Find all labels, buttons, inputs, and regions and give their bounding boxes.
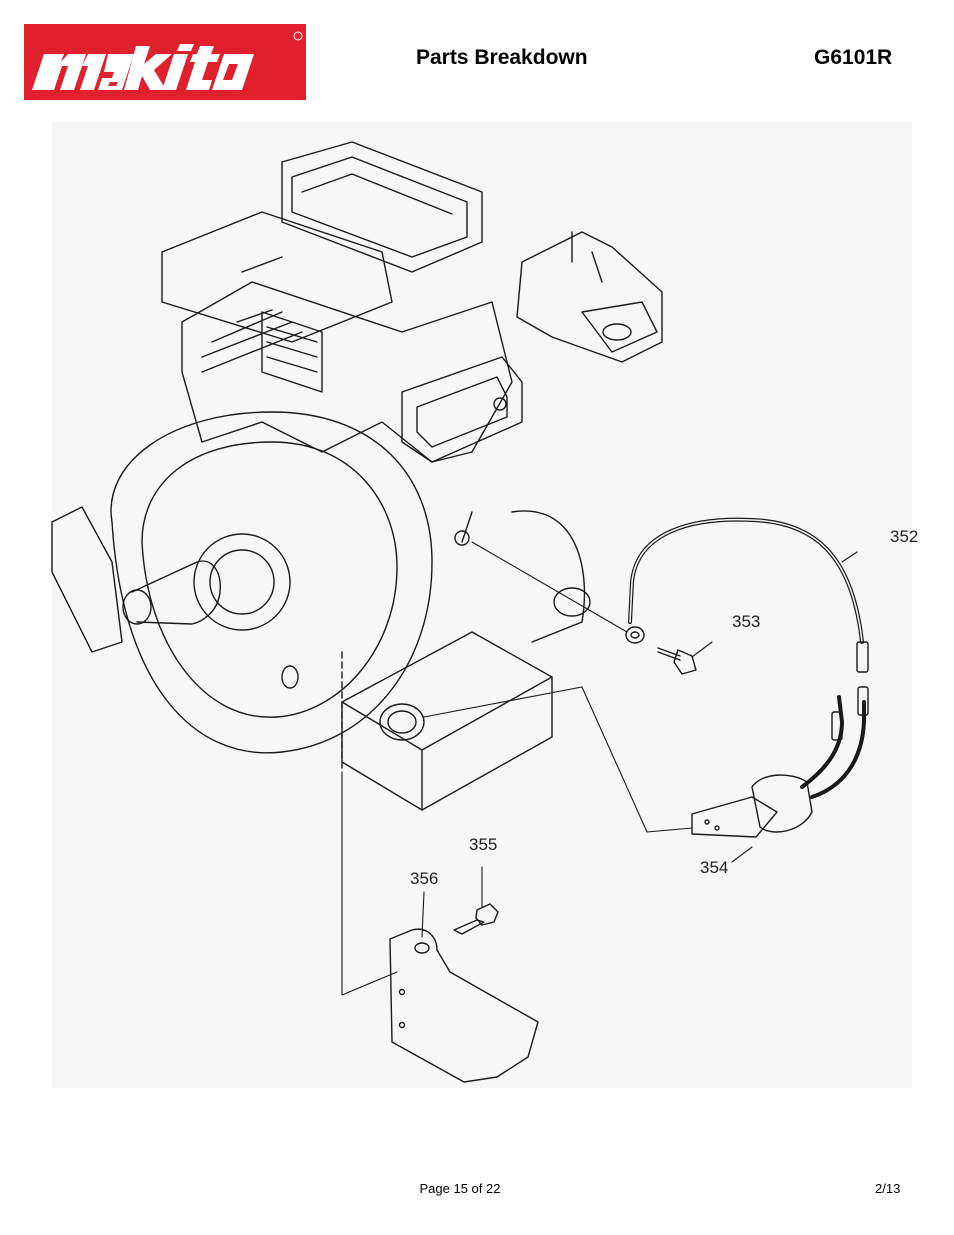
page-number: Page 15 of 22 xyxy=(419,1181,501,1196)
model-number: G6101R xyxy=(814,46,893,69)
part-355-screw xyxy=(453,903,499,935)
callout-355: 355 xyxy=(469,835,497,854)
part-353-bolt xyxy=(657,647,697,675)
makita-logo: makita xyxy=(24,24,306,100)
leader-lines xyxy=(341,541,858,996)
part-356-bracket xyxy=(389,928,539,1083)
page-title: Parts Breakdown xyxy=(416,46,588,69)
parts-diagram: 352 353 354 355 356 xyxy=(51,122,918,1088)
callout-353: 353 xyxy=(732,612,760,631)
revision-date: 2/13 xyxy=(875,1181,901,1196)
part-354-sensor xyxy=(691,686,869,838)
callout-354: 354 xyxy=(700,858,728,877)
part-352-wire xyxy=(625,517,869,673)
engine-illustration xyxy=(51,141,663,811)
callout-356: 356 xyxy=(410,869,438,888)
callout-352: 352 xyxy=(890,527,918,546)
